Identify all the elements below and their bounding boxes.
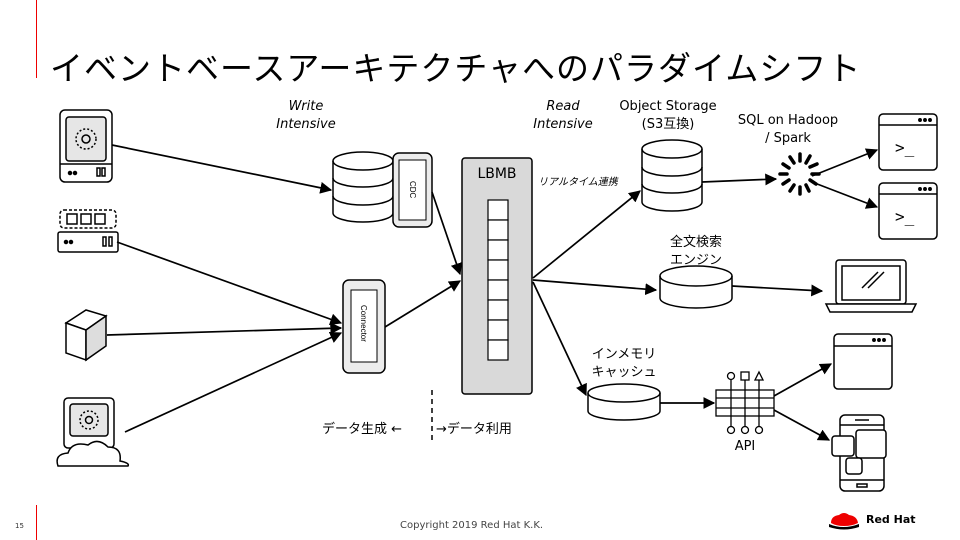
message-broker-icon xyxy=(461,157,533,395)
cdc-label: CDC xyxy=(408,181,417,199)
source-database-icon xyxy=(332,151,394,223)
terminal-icon xyxy=(878,113,938,171)
in-memory-cache-label: インメモリ キャッシュ xyxy=(591,347,657,380)
lbmb-label: LBMB xyxy=(477,166,517,182)
footer-accent-bar xyxy=(36,505,37,540)
flow-arrows xyxy=(106,144,879,441)
red-hat-logo-icon xyxy=(829,513,859,530)
box-server-icon xyxy=(64,309,108,362)
brand-name: Red Hat xyxy=(866,513,916,526)
realtime-link-label: リアルタイム連携 xyxy=(538,177,618,188)
data-usage-label: →データ利用 xyxy=(436,422,512,437)
data-generation-label: データ生成 ← xyxy=(322,422,403,437)
page-number: 15 xyxy=(15,522,24,530)
object-storage-icon xyxy=(641,139,703,212)
terminal-prompt: >_ xyxy=(895,138,915,157)
sql-on-hadoop-label: SQL on Hadoop / Spark xyxy=(737,113,839,146)
cloud-server-icon xyxy=(56,397,130,467)
write-intensive-label: Write Intensive xyxy=(276,99,336,132)
api-gateway-icon xyxy=(715,370,775,435)
connector-box xyxy=(342,279,386,374)
object-storage-label: Object Storage (S3互換) xyxy=(619,99,717,132)
terminal-icon xyxy=(878,182,938,240)
title-accent-bar xyxy=(36,0,37,78)
copyright: Copyright 2019 Red Hat K.K. xyxy=(400,520,544,531)
cache-icon xyxy=(587,383,661,421)
network-switch-icon xyxy=(57,209,119,253)
hadoop-spinner-icon xyxy=(778,152,821,196)
cdc-box xyxy=(392,152,433,228)
connector-label: Connector xyxy=(359,305,368,342)
search-engine-icon xyxy=(659,265,733,309)
browser-window-icon xyxy=(833,333,893,390)
api-label: API xyxy=(734,439,756,454)
mobile-app-icon xyxy=(831,414,887,492)
server-rack-icon xyxy=(59,109,113,183)
fulltext-search-label: 全文検索 エンジン xyxy=(669,235,722,268)
laptop-icon xyxy=(824,259,918,313)
terminal-prompt: >_ xyxy=(895,207,915,226)
read-intensive-label: Read Intensive xyxy=(533,99,593,132)
page-title: イベントベースアーキテクチャへのパラダイムシフト xyxy=(50,49,862,88)
